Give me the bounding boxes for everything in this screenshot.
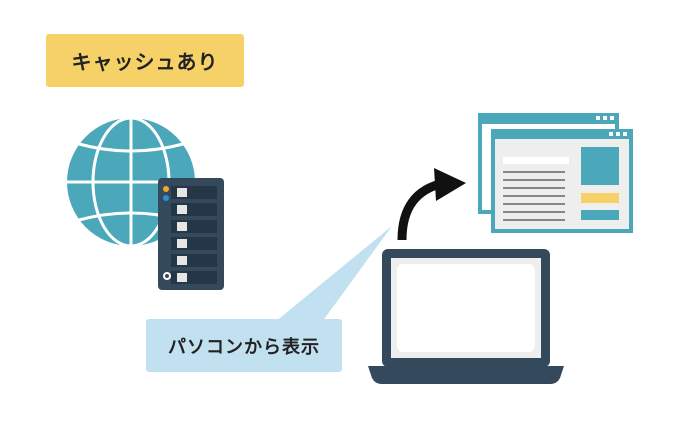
display-source-label: パソコンから表示 bbox=[146, 319, 342, 372]
server-icon bbox=[158, 178, 224, 290]
browser-window-icon bbox=[478, 113, 633, 233]
speech-bubble-tail bbox=[275, 226, 392, 322]
laptop-icon bbox=[368, 249, 564, 384]
cache-status-label: キャッシュあり bbox=[46, 34, 244, 87]
curved-arrow-icon bbox=[397, 168, 466, 241]
